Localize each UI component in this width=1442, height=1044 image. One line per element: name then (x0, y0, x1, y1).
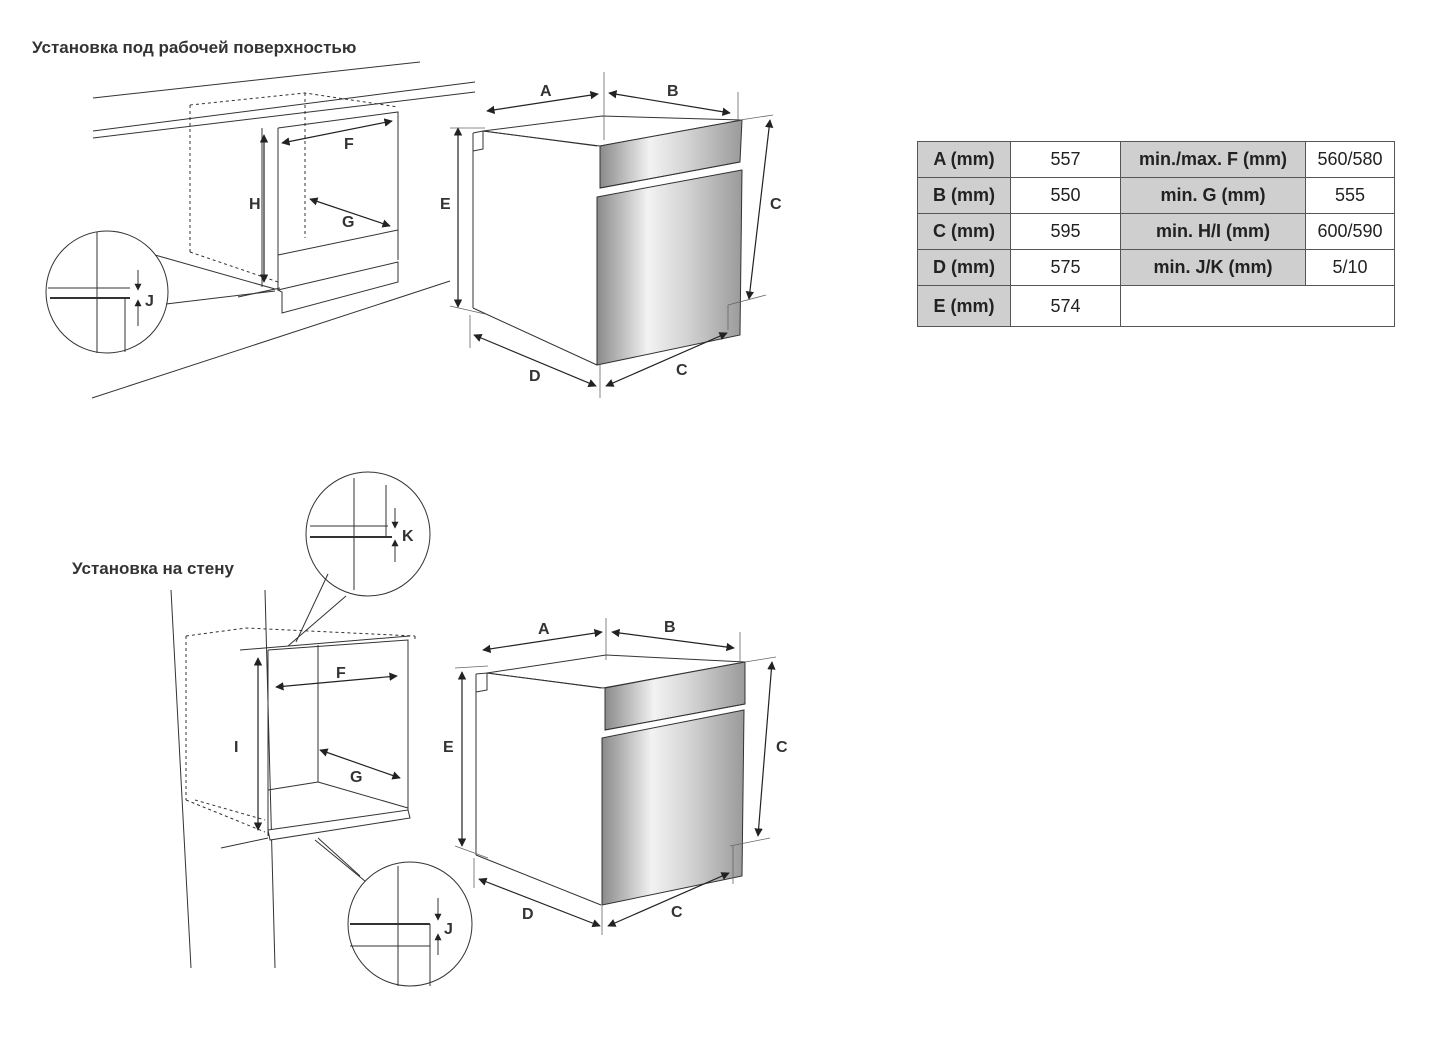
label-H: H (249, 196, 261, 213)
table-cell-key: B (mm) (917, 177, 1011, 214)
table-cell-key: min. G (mm) (1120, 177, 1306, 214)
label-B-wall: B (664, 619, 676, 636)
label-C-right-wall: C (776, 739, 788, 756)
table-cell-value: 560/580 (1305, 141, 1395, 178)
table-cell-value: 550 (1010, 177, 1121, 214)
table-cell-value: 5/10 (1305, 249, 1395, 286)
label-K: K (402, 528, 414, 545)
table-row: D (mm) 575 min. J/K (mm) 5/10 (917, 249, 1395, 286)
table-cell-value: 555 (1305, 177, 1395, 214)
label-D-top: D (529, 368, 541, 385)
wall-cabinet (170, 589, 416, 969)
table-cell-key: E (mm) (917, 285, 1011, 327)
table-cell-key: C (mm) (917, 213, 1011, 250)
table-cell-key: A (mm) (917, 141, 1011, 178)
label-A-wall: A (538, 621, 550, 638)
dimensions-table: A (mm) 557 min./max. F (mm) 560/580 B (m… (917, 141, 1395, 327)
label-F-top: F (344, 136, 354, 153)
table-cell-key: min. J/K (mm) (1120, 249, 1306, 286)
label-G-top: G (342, 214, 354, 231)
table-row: C (mm) 595 min. H/I (mm) 600/590 (917, 213, 1395, 250)
table-cell-key: min./max. F (mm) (1120, 141, 1306, 178)
label-J-wall: J (444, 921, 453, 938)
detail-circle-J-wall (314, 837, 473, 987)
label-E-top: E (440, 196, 451, 213)
label-J-top: J (145, 293, 154, 310)
label-C-bottom-top: C (676, 362, 688, 379)
table-cell-value: 600/590 (1305, 213, 1395, 250)
table-cell-value: 575 (1010, 249, 1121, 286)
label-D-wall: D (522, 906, 534, 923)
label-C-right-top: C (770, 196, 782, 213)
label-F-wall: F (336, 665, 346, 682)
oven-top (472, 115, 743, 366)
table-cell-key: D (mm) (917, 249, 1011, 286)
table-cell-value: 574 (1010, 285, 1121, 327)
label-G-wall: G (350, 769, 362, 786)
label-A-top: A (540, 83, 552, 100)
oven-wall (475, 654, 746, 906)
table-row: A (mm) 557 min./max. F (mm) 560/580 (917, 141, 1395, 178)
title-wall-install: Установка на стену (72, 559, 234, 578)
title-under-counter: Установка под рабочей поверхностью (32, 38, 357, 57)
label-C-bottom-wall: C (671, 904, 683, 921)
table-cell-key: min. H/I (mm) (1120, 213, 1306, 250)
table-row: E (mm) 574 (917, 285, 1395, 327)
table-cell-value: 557 (1010, 141, 1121, 178)
table-row: B (mm) 550 min. G (mm) 555 (917, 177, 1395, 214)
table-cell-empty (1120, 285, 1395, 327)
under-counter-cabinet (91, 61, 476, 399)
label-I: I (234, 739, 238, 756)
label-E-wall: E (443, 739, 454, 756)
label-B-top: B (667, 83, 679, 100)
detail-circle-K (287, 471, 431, 647)
table-cell-value: 595 (1010, 213, 1121, 250)
detail-circle-J-top (45, 230, 276, 354)
